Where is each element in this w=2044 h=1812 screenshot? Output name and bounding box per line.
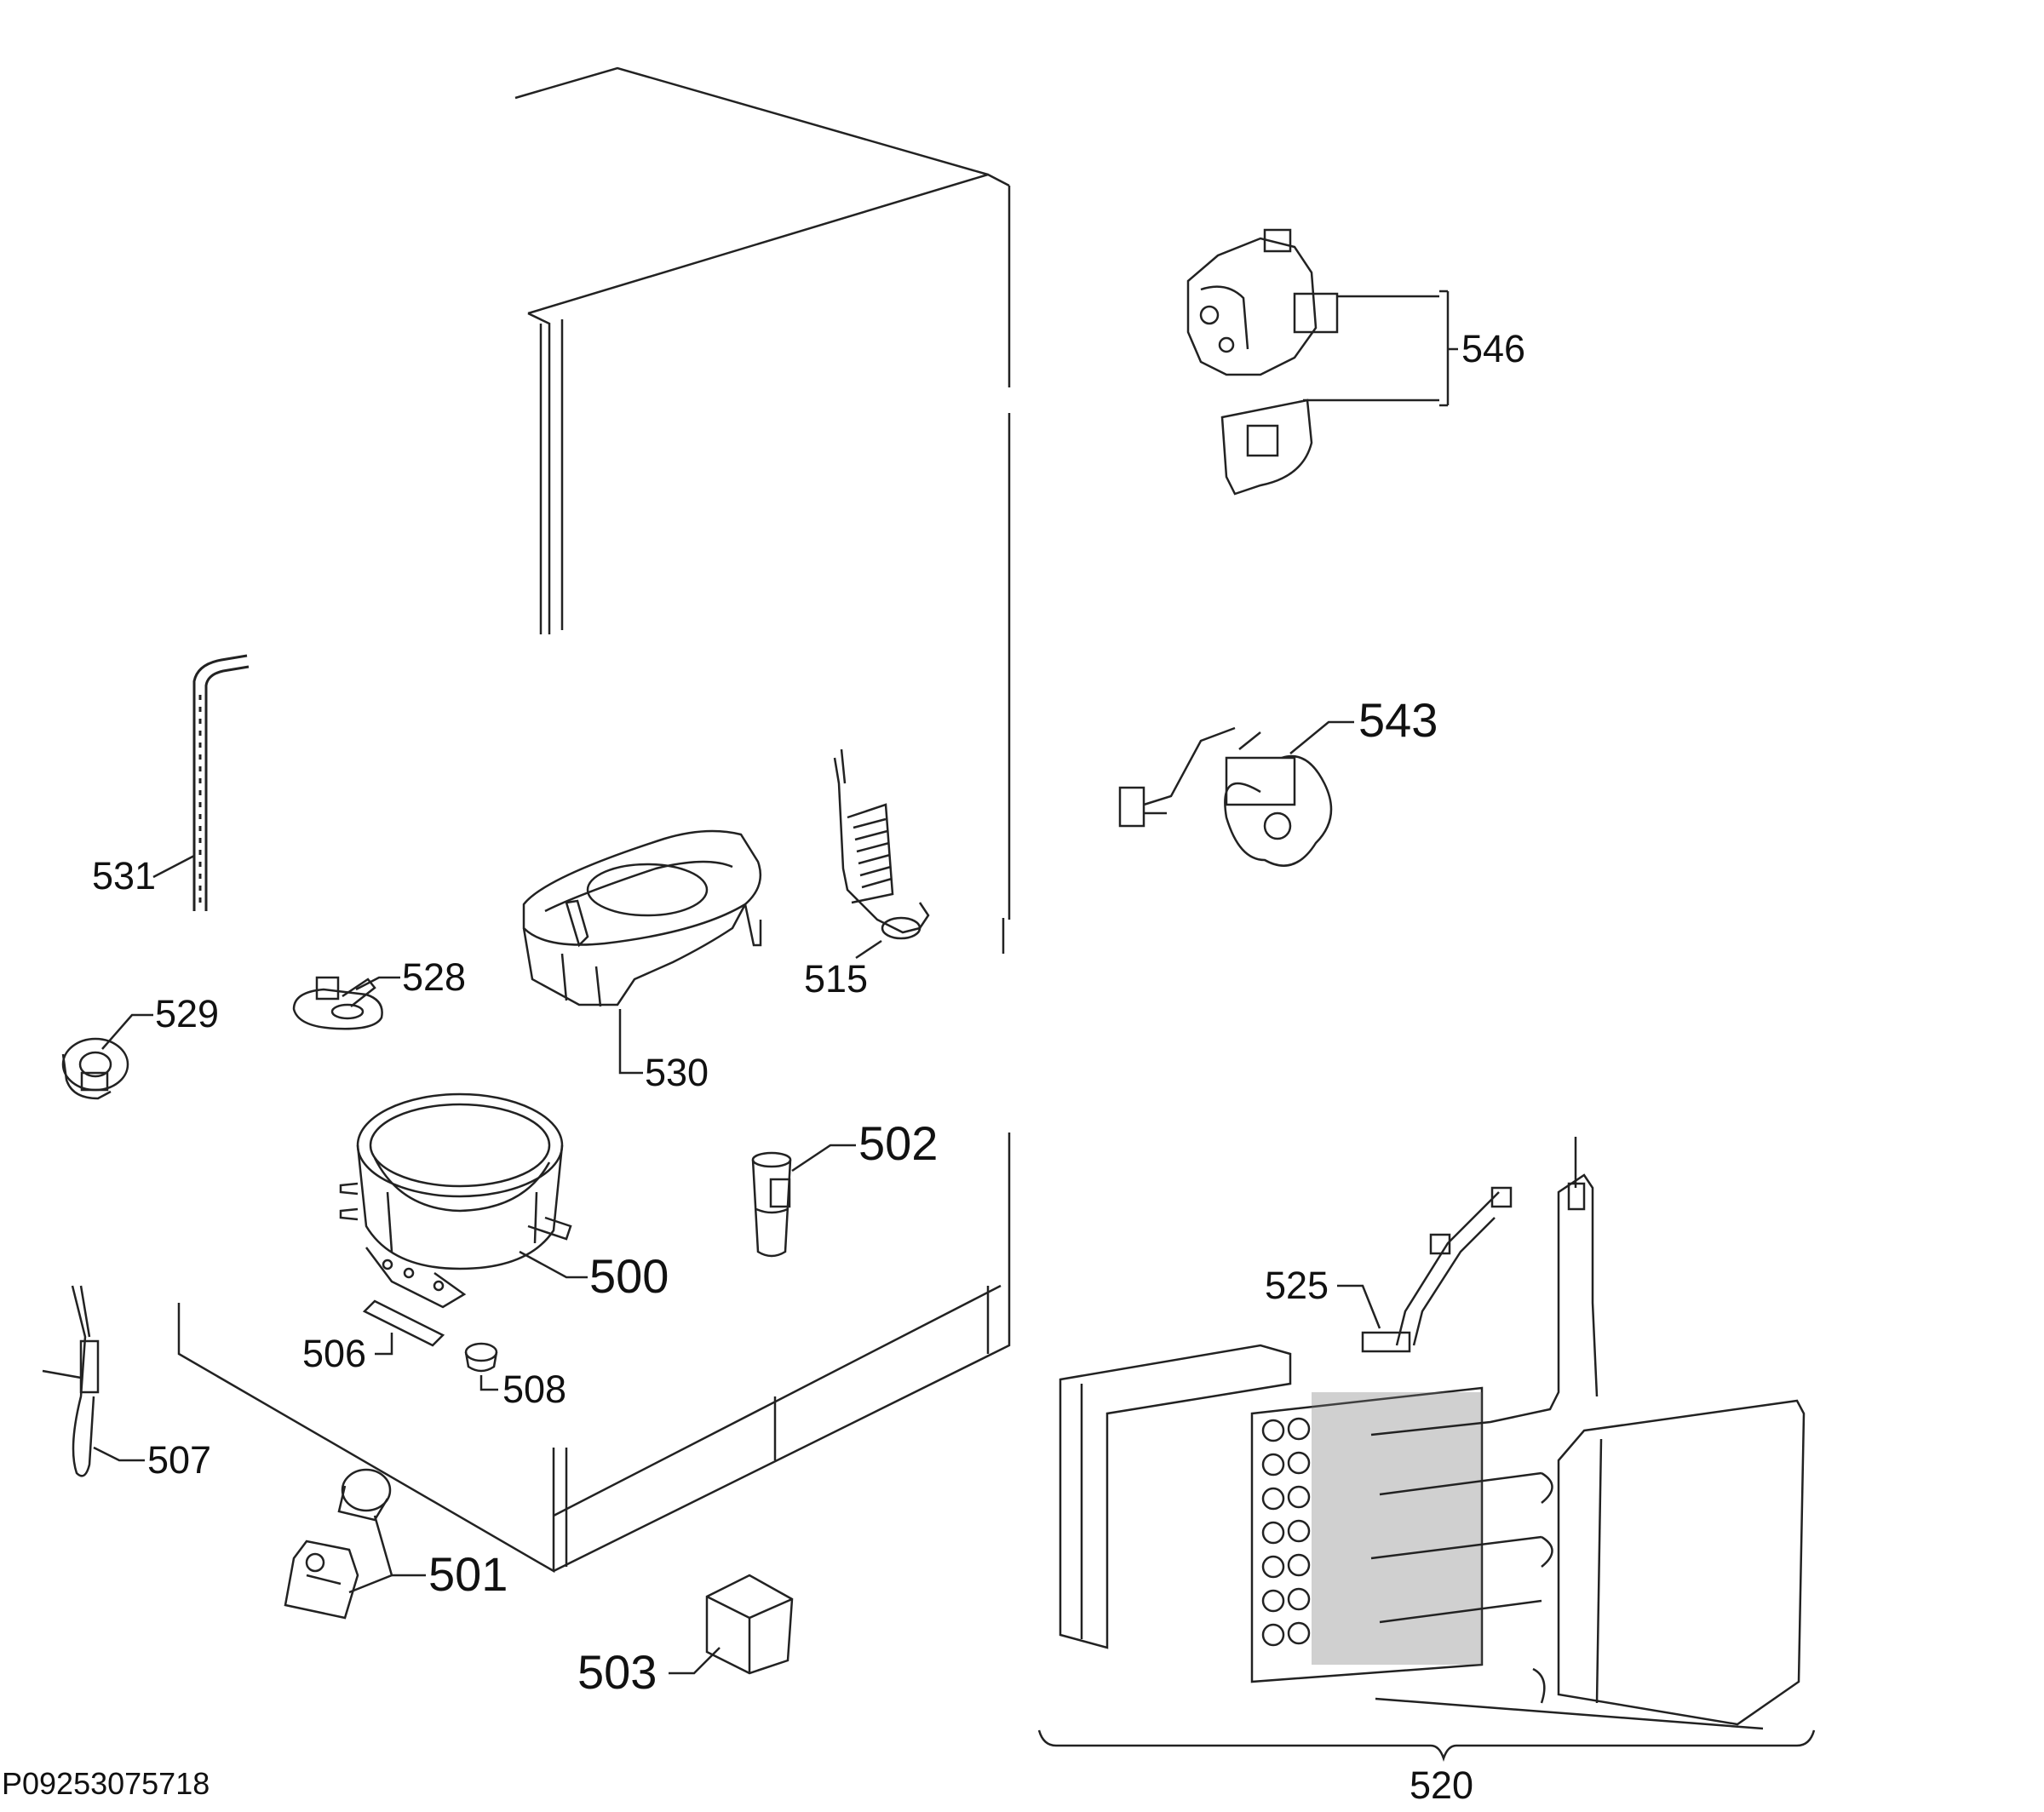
leader-507 bbox=[93, 1446, 145, 1462]
part-530-drip-tray bbox=[522, 829, 762, 1007]
label-502: 502 bbox=[858, 1116, 938, 1170]
leader-503 bbox=[669, 1647, 721, 1675]
cabinet-outline bbox=[177, 66, 1011, 1574]
part-543-fan-motor bbox=[1118, 726, 1333, 867]
leader-530 bbox=[618, 1009, 643, 1075]
part-503-cover bbox=[705, 1574, 794, 1675]
leader-525 bbox=[1337, 1284, 1381, 1329]
part-529-cap bbox=[61, 1037, 129, 1100]
label-525: 525 bbox=[1265, 1264, 1329, 1307]
leader-502 bbox=[791, 1144, 856, 1173]
label-530: 530 bbox=[645, 1051, 709, 1094]
part-531-drain-tube bbox=[192, 654, 250, 911]
part-508-grommet bbox=[464, 1342, 498, 1373]
label-503: 503 bbox=[577, 1645, 657, 1699]
bracket-546 bbox=[1303, 290, 1458, 407]
label-529: 529 bbox=[155, 992, 219, 1035]
label-507: 507 bbox=[147, 1438, 211, 1482]
label-546: 546 bbox=[1461, 327, 1525, 370]
part-528-bracket bbox=[292, 976, 383, 1030]
part-507-sensor bbox=[42, 1285, 100, 1477]
leader-515 bbox=[855, 939, 882, 960]
part-506-plate bbox=[362, 1299, 445, 1347]
label-531: 531 bbox=[92, 854, 156, 897]
leader-500 bbox=[519, 1250, 588, 1279]
leader-531 bbox=[152, 854, 195, 879]
label-528: 528 bbox=[402, 955, 466, 999]
diagram-reference-code: P09253075718 bbox=[2, 1766, 210, 1801]
leader-508 bbox=[479, 1375, 498, 1391]
leader-506 bbox=[375, 1333, 393, 1356]
label-515: 515 bbox=[804, 957, 868, 1001]
label-500: 500 bbox=[589, 1249, 669, 1303]
label-543: 543 bbox=[1358, 693, 1438, 747]
part-500-compressor bbox=[339, 1092, 572, 1309]
label-508: 508 bbox=[502, 1368, 566, 1411]
part-501-relay bbox=[284, 1468, 392, 1620]
label-520: 520 bbox=[1410, 1763, 1473, 1807]
leader-543 bbox=[1289, 720, 1354, 754]
label-501: 501 bbox=[428, 1547, 508, 1601]
part-515-heater bbox=[833, 748, 930, 940]
bracket-520 bbox=[1037, 1729, 1816, 1762]
leader-529 bbox=[101, 1013, 153, 1050]
part-546-thermostat bbox=[1186, 228, 1339, 496]
leader-528 bbox=[355, 976, 400, 991]
part-520-evaporator bbox=[1059, 1137, 1806, 1730]
label-506: 506 bbox=[302, 1332, 366, 1375]
part-502-capacitor bbox=[751, 1151, 792, 1258]
